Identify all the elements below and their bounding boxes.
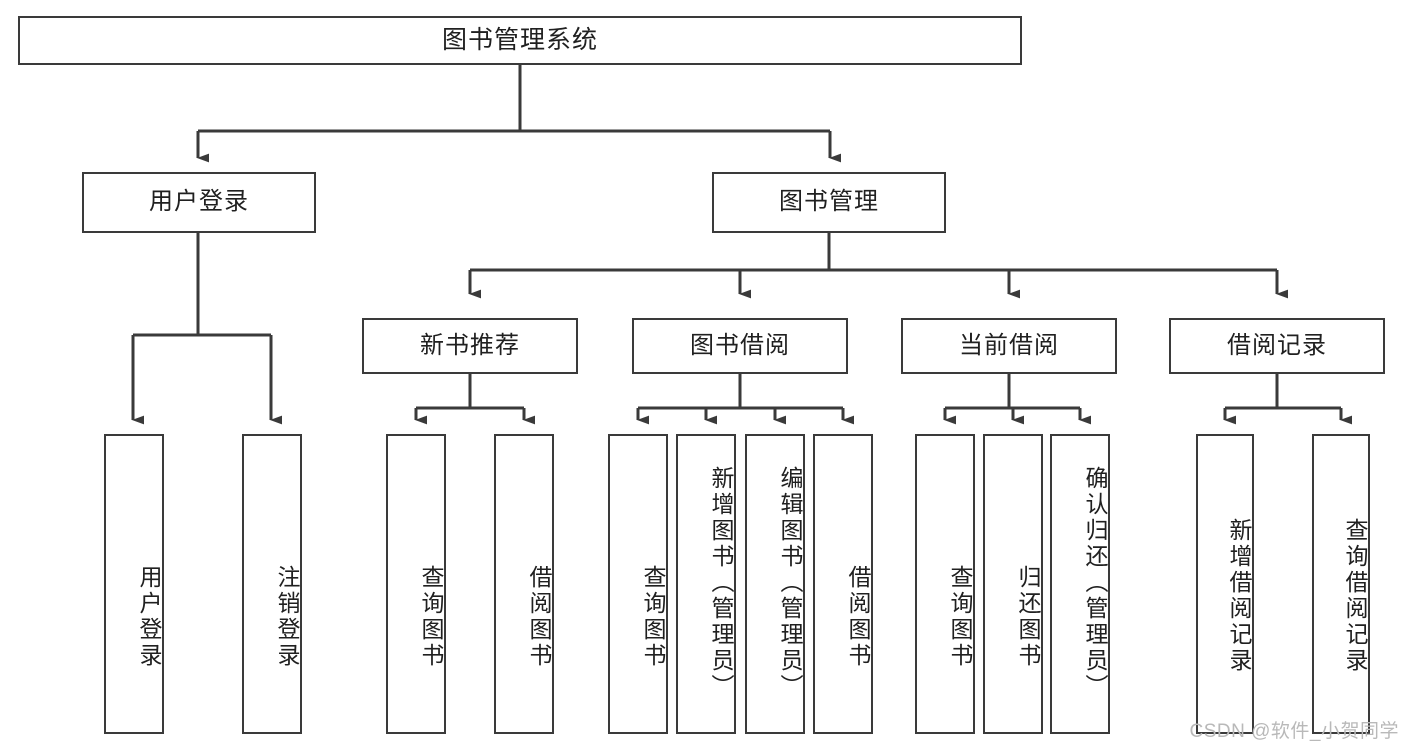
leaf-edit-book-admin[interactable]: 编辑图书（管理员） (745, 434, 805, 734)
node-current-borrow[interactable]: 当前借阅 (901, 318, 1117, 374)
leaf-user-login[interactable]: 用户登录 (104, 434, 164, 734)
leaf-query-book-current[interactable]: 查询图书 (915, 434, 975, 734)
leaf-query-book-borrow[interactable]: 查询图书 (608, 434, 668, 734)
leaf-user-logout[interactable]: 注销登录 (242, 434, 302, 734)
leaf-borrow-book[interactable]: 借阅图书 (813, 434, 873, 734)
leaf-return-book[interactable]: 归还图书 (983, 434, 1043, 734)
csdn-watermark: CSDN @软件_小贺同学 (1189, 721, 1399, 742)
leaf-add-borrow-record[interactable]: 新增借阅记录 (1196, 434, 1254, 734)
leaf-borrow-book-recommend[interactable]: 借阅图书 (494, 434, 554, 734)
node-new-book-recommend[interactable]: 新书推荐 (362, 318, 578, 374)
node-root-system[interactable]: 图书管理系统 (18, 16, 1022, 65)
node-user-login[interactable]: 用户登录 (82, 172, 316, 233)
leaf-query-book-recommend[interactable]: 查询图书 (386, 434, 446, 734)
leaf-query-borrow-record[interactable]: 查询借阅记录 (1312, 434, 1370, 734)
node-book-manage[interactable]: 图书管理 (712, 172, 946, 233)
node-book-borrow[interactable]: 图书借阅 (632, 318, 848, 374)
leaf-add-book-admin[interactable]: 新增图书（管理员） (676, 434, 736, 734)
node-borrow-record[interactable]: 借阅记录 (1169, 318, 1385, 374)
leaf-confirm-return-admin[interactable]: 确认归还（管理员） (1050, 434, 1110, 734)
